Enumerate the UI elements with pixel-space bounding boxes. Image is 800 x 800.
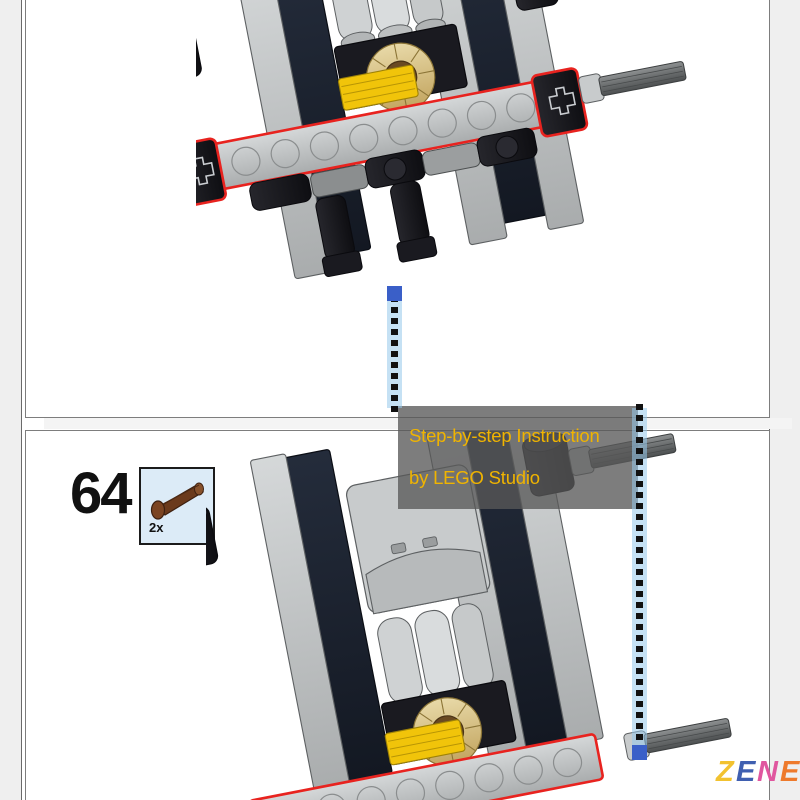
logo-letter-z: Z bbox=[716, 756, 734, 788]
callout-line-right bbox=[636, 404, 643, 752]
part-brown-technic-pin bbox=[150, 482, 205, 520]
logo-letter-e1: E bbox=[736, 756, 756, 788]
step-number: 64 bbox=[70, 461, 132, 526]
instruction-page: 2x 1x 64 bbox=[21, 0, 799, 800]
model-illustration-top bbox=[196, 0, 687, 280]
parts-box-bottom: 2x bbox=[139, 467, 215, 545]
callout-marker-right bbox=[632, 745, 647, 760]
logo-letter-n: N bbox=[757, 756, 778, 788]
overlay-text-line-2: by LEGO Studio bbox=[409, 467, 540, 488]
overlay-text-line-1: Step-by-step Instruction bbox=[409, 425, 600, 446]
callout-marker-left bbox=[387, 286, 402, 301]
parts-preview-bottom bbox=[150, 482, 205, 520]
logo-letter-e2: E bbox=[780, 756, 800, 788]
callout-line-left bbox=[391, 296, 398, 414]
watermark-overlay: Step-by-step Instruction by LEGO Studio bbox=[398, 406, 638, 509]
zene-logo: Z E N E bbox=[716, 757, 800, 789]
parts-qty-3: 2x bbox=[149, 520, 164, 535]
